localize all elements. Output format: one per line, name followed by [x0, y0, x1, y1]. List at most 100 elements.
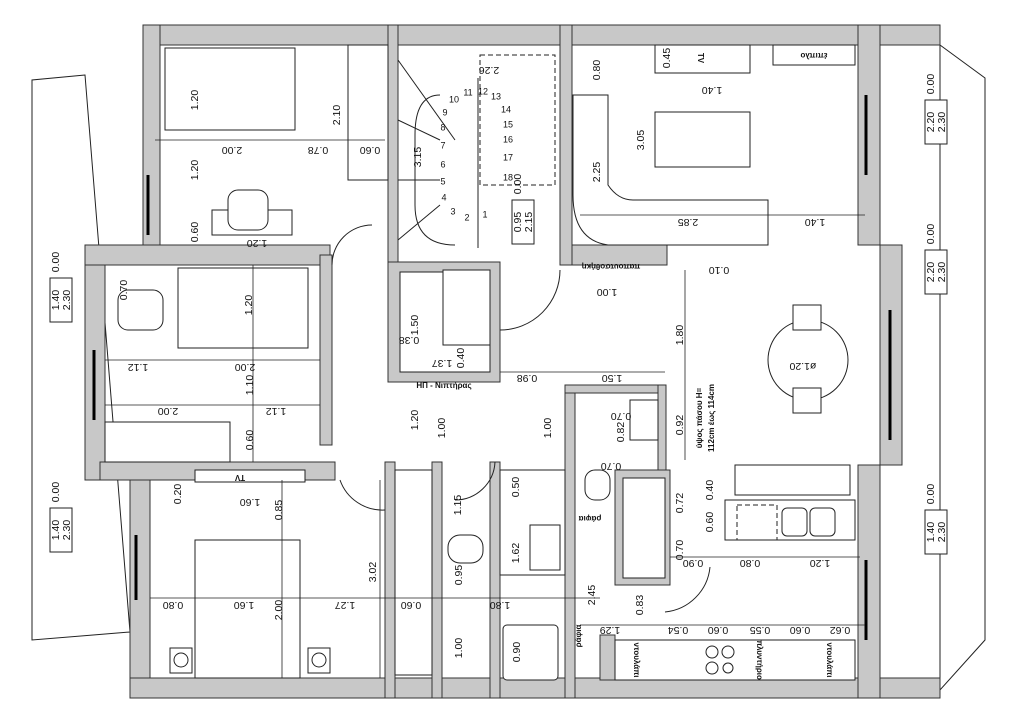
dimension-label: 2.00: [273, 600, 285, 621]
dimension-label: 3.05: [635, 130, 647, 151]
stair-number: 9: [442, 107, 447, 117]
stair-number: 4: [441, 192, 446, 202]
kitchen-appliance-label: πλυντήριο: [755, 640, 764, 680]
stair-number: 7: [440, 140, 445, 150]
kitchen-cabinet-label: ντουλάπι: [825, 643, 834, 678]
dimension-label: 0.80: [740, 557, 761, 569]
dimension-label: 0.85: [273, 500, 285, 521]
room-labels: TV έπιπλο παπουτσοθήκη ΗΠ - Νιπτήρας TV …: [234, 51, 834, 680]
svg-text:2.30: 2.30: [936, 112, 948, 133]
dimension-label: 0.60: [704, 512, 716, 533]
dimension-label: 1.27: [335, 599, 356, 611]
svg-text:0.00: 0.00: [925, 74, 937, 95]
dimension-label: 1.20: [810, 557, 831, 569]
stair-number: 1: [482, 209, 487, 219]
dimensions: 1.20 2.10 2.00 0.78 0.60 1.20 0.60 1.20 …: [118, 48, 850, 663]
dimension-label: 1.20: [409, 410, 421, 431]
wc-sink-label: ΗΠ - Νιπτήρας: [416, 381, 471, 390]
svg-text:2.30: 2.30: [61, 290, 73, 311]
dimension-label: 2.10: [331, 105, 343, 126]
dimension-label: 1.20: [247, 237, 268, 249]
dimension-label: 3.02: [367, 562, 379, 583]
dimension-label: 0.70: [611, 410, 632, 422]
dimension-label: 2.45: [586, 585, 598, 606]
dimension-label: 0.72: [674, 493, 686, 514]
shelves-label: ράφια: [574, 625, 583, 648]
dimension-label: 1.20: [243, 295, 255, 316]
stair-number: 2: [464, 212, 469, 222]
dimension-label: 0.10: [709, 264, 730, 276]
dimension-label: 0.40: [704, 480, 716, 501]
balcony-left: [31, 74, 131, 641]
kitchen-cabinet-label: ντουλάπι: [632, 643, 641, 678]
svg-text:2.30: 2.30: [936, 262, 948, 283]
dimension-label: 2.00: [158, 405, 179, 417]
tv-label: TV: [696, 53, 705, 64]
svg-text:2.20: 2.20: [925, 112, 937, 133]
stair-number: 3: [450, 206, 455, 216]
stair-number: 13: [491, 91, 501, 101]
dimension-label: 2.25: [591, 162, 603, 183]
svg-text:1.40: 1.40: [925, 522, 937, 543]
counter-height-note: ύψος πάσου H=: [695, 387, 704, 448]
staircase: 1 2 3 4 5 6 7 8 9 10 11 12 13 14 15 16 1…: [397, 54, 556, 248]
dimension-label: 2.26: [479, 64, 500, 76]
stair-number: 8: [440, 122, 445, 132]
dimension-label: 0.60: [189, 222, 201, 243]
dimension-label: 0.90: [683, 557, 704, 569]
stair-number: 18: [503, 172, 513, 182]
stair-number: 16: [503, 134, 513, 144]
svg-text:0.00: 0.00: [925, 224, 937, 245]
dimension-label: 0.55: [750, 624, 771, 636]
stair-number: 12: [478, 86, 488, 96]
dimension-label: 0.60: [360, 144, 381, 156]
dimension-label: 1.10: [244, 375, 256, 396]
dimension-label: 0.54: [668, 624, 689, 636]
balcony-right: [939, 44, 986, 692]
shoe-cabinet-label: παπουτσοθήκη: [582, 262, 641, 271]
dimension-label: 0.40: [455, 348, 467, 369]
dimension-label: 0.90: [511, 642, 523, 663]
dimension-label: 1.00: [597, 286, 618, 298]
dimension-label: 1.60: [234, 599, 255, 611]
dimension-label: 1.00: [453, 638, 465, 659]
dimension-label: 1.60: [240, 496, 261, 508]
dimension-label: 0.70: [601, 460, 622, 472]
dimension-label: 1.40: [702, 84, 723, 96]
dimension-label: 1.15: [452, 495, 464, 516]
dimension-label: 1.37: [432, 357, 453, 369]
dimension-label: 1.00: [542, 418, 554, 439]
dimension-label: 1.80: [490, 599, 511, 611]
stair-number: 11: [463, 87, 472, 97]
dimension-label: 0.78: [308, 144, 329, 156]
dimension-label: 1.00: [436, 418, 448, 439]
dimension-label: 0.82: [615, 422, 627, 443]
dimension-label: 0.60: [401, 599, 422, 611]
dimension-label: 0.70: [118, 280, 130, 301]
dimension-label: 2.85: [678, 216, 699, 228]
svg-text:1.40: 1.40: [50, 290, 62, 311]
svg-text:2.15: 2.15: [523, 212, 535, 233]
svg-text:2.30: 2.30: [61, 520, 73, 541]
dimension-label: 3.15: [412, 147, 424, 168]
dimension-label: 1.50: [602, 372, 623, 384]
stair-number: 6: [440, 159, 445, 169]
dimension-label: 1.29: [600, 624, 621, 636]
dimension-label: 1.80: [674, 325, 686, 346]
dimension-label: 0.80: [591, 60, 603, 81]
windows: [92, 95, 892, 640]
svg-text:0.00: 0.00: [50, 482, 62, 503]
dimension-label: 0.62: [830, 624, 851, 636]
counter-height-note: 112cm έως 114cm: [707, 384, 716, 452]
furniture-label: έπιπλο: [800, 51, 827, 60]
dimension-label: 2.00: [235, 361, 256, 373]
svg-text:0.00: 0.00: [512, 174, 524, 195]
dimension-label: 0.20: [172, 484, 184, 505]
dimension-label: 1.12: [128, 361, 149, 373]
dimension-label: 1.50: [409, 315, 421, 336]
